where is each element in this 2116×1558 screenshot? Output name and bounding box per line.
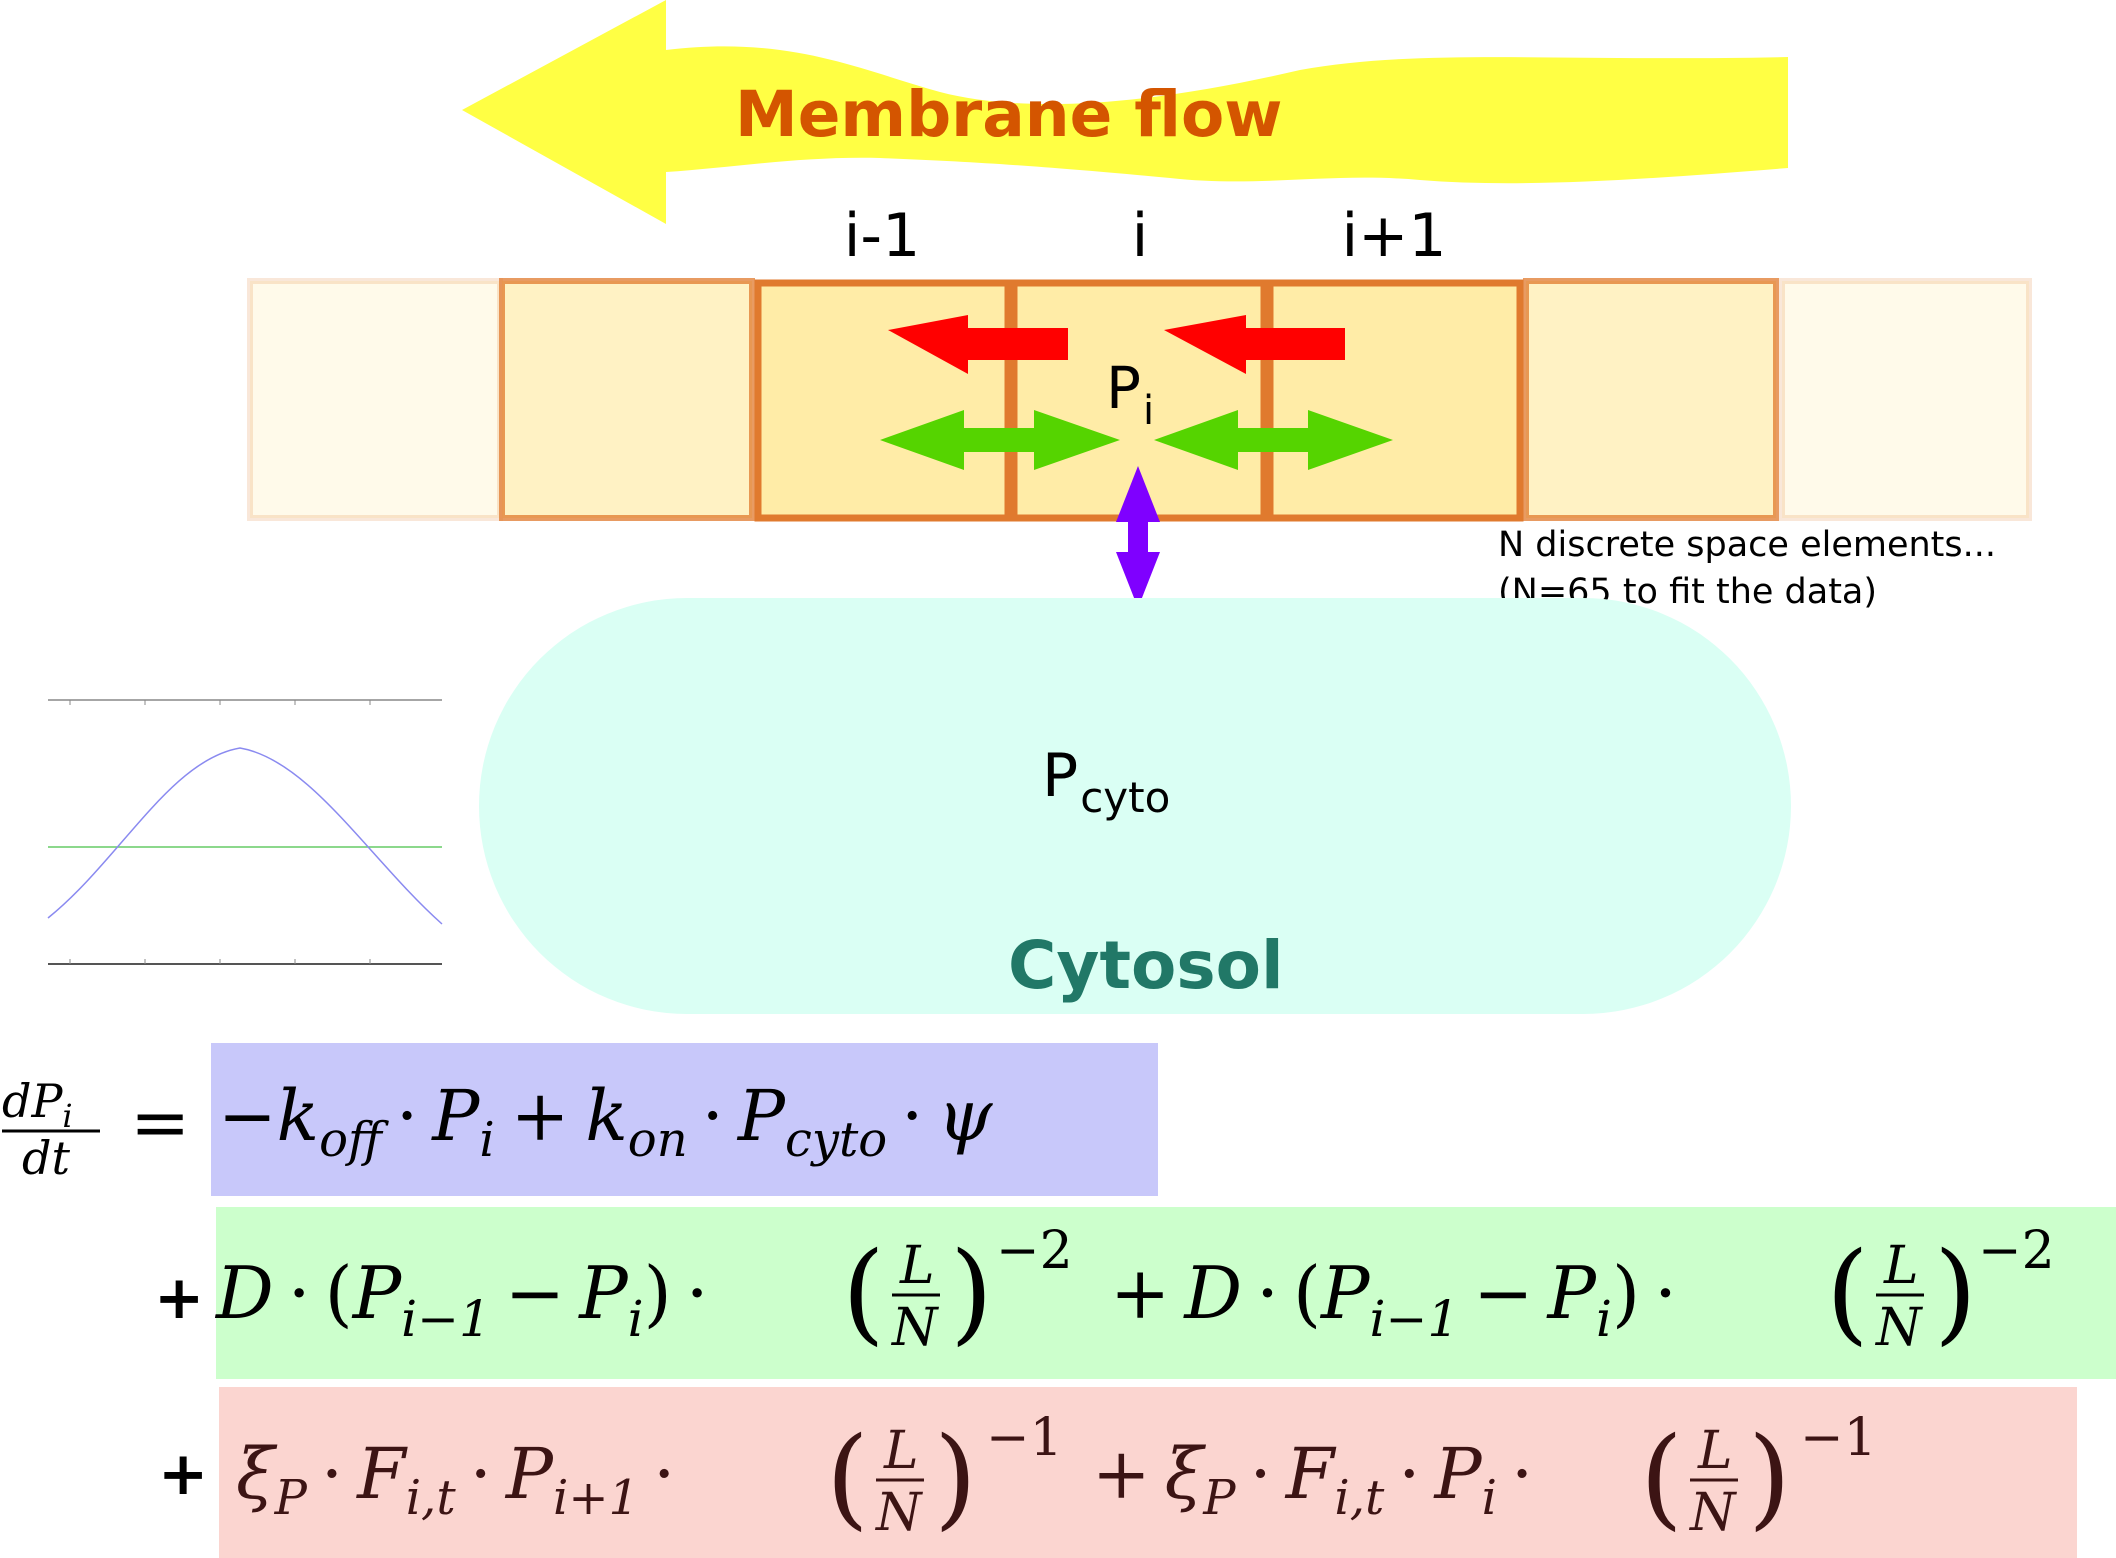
diffusion-frac1-den: N (890, 1298, 939, 1358)
diffusion-term-part2: +D·(Pi−1−Pi)· (1110, 1251, 1677, 1348)
space-element-left (499, 278, 755, 521)
space-element-far-right (1779, 278, 2032, 521)
diffusion-term-highlight (216, 1207, 2116, 1379)
lhs-denominator: dt (22, 1131, 70, 1185)
flow-frac1-exp: −1 (986, 1408, 1063, 1468)
exchange-arrow (1116, 466, 1160, 608)
advection-arrow-left (888, 315, 1068, 374)
element-label-i-minus-1: i-1 (844, 201, 921, 271)
diffusion-arrow-right (1154, 410, 1393, 470)
flow-frac2-exp: −1 (1800, 1408, 1877, 1468)
thumbnail-ticks (69, 700, 371, 964)
p-i-label: Pi (1106, 354, 1154, 434)
flow-frac2-num: L (1697, 1421, 1733, 1481)
discretization-note-line1: N discrete space elements... (1498, 525, 1996, 565)
flow-plus-sign: + (158, 1439, 208, 1509)
flow-term: ξP·Fi,t·Pi+1· ( L N ) −1 +ξP·Fi,t·Pi· ( … (236, 1408, 1877, 1543)
space-element-i-plus-1 (1266, 279, 1524, 522)
flow-frac1-den: N (874, 1483, 923, 1543)
flow-frac2-lparen: ( (1640, 1413, 1683, 1541)
space-element-right (1523, 278, 1779, 521)
space-elements-strip (247, 278, 2032, 522)
advection-arrow-right (1164, 315, 1345, 374)
space-element-far-left (247, 278, 503, 521)
reaction-term-highlight (211, 1043, 1158, 1196)
element-label-i-plus-1: i+1 (1341, 201, 1446, 271)
diffusion-plus-sign: + (154, 1263, 204, 1333)
diffusion-frac1-num: L (899, 1236, 935, 1296)
flow-frac1-num: L (883, 1421, 919, 1481)
flow-frac1-rparen: ) (934, 1413, 977, 1541)
p-cyto-label: Pcyto (1042, 741, 1170, 822)
flow-term-part2: +ξP·Fi,t·Pi· (1092, 1433, 1533, 1526)
equation-lhs: dPi dt = (2, 1074, 190, 1185)
flow-term-part1: ξP·Fi,t·Pi+1· (236, 1433, 675, 1526)
diffusion-frac2-rparen: ) (1934, 1228, 1977, 1356)
membrane-flow-arrow (462, 0, 1788, 224)
diffusion-term-part1: D·(Pi−1−Pi)· (214, 1251, 709, 1348)
diffusion-frac1-lparen: ( (842, 1228, 885, 1356)
diffusion-frac2-exp: −2 (1978, 1221, 2055, 1281)
equals-sign: = (130, 1080, 190, 1164)
diffusion-frac1-rparen: ) (950, 1228, 993, 1356)
diffusion-arrow-left (880, 410, 1120, 470)
cytosol-label: Cytosol (1008, 927, 1284, 1004)
cytosol-pool (479, 598, 1791, 1014)
diffusion-term: D·(Pi−1−Pi)· ( L N ) −2 +D·(Pi−1−Pi)· ( … (214, 1221, 2055, 1358)
diffusion-frac2-num: L (1883, 1236, 1919, 1296)
flow-frac2-rparen: ) (1748, 1413, 1791, 1541)
diffusion-frac1-exp: −2 (996, 1221, 1073, 1281)
flow-frac1-lparen: ( (826, 1413, 869, 1541)
thumbnail-blue-curve (47, 747, 443, 925)
lhs-numerator: dPi (2, 1074, 73, 1135)
profile-thumbnail-plot (47, 699, 443, 965)
reaction-term: −koff·Pi+kon·Pcyto·ψ (218, 1075, 993, 1168)
space-element-i-minus-1 (754, 279, 1012, 522)
diffusion-frac2-den: N (1874, 1298, 1923, 1358)
flow-frac2-den: N (1688, 1483, 1737, 1543)
element-label-i: i (1132, 201, 1149, 271)
flow-term-highlight (219, 1387, 2077, 1558)
diffusion-frac2-lparen: ( (1826, 1228, 1869, 1356)
membrane-flow-label: Membrane flow (735, 78, 1282, 151)
